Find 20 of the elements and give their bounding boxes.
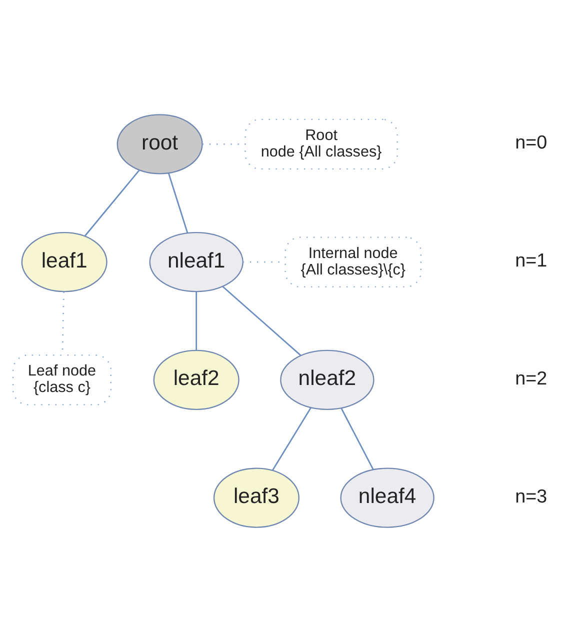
node-ellipse: nleaf2	[280, 349, 374, 410]
connector	[84, 169, 140, 236]
node-ellipse: root	[116, 114, 203, 174]
node-ellipse: leaf3	[213, 467, 300, 528]
connector	[272, 407, 312, 470]
node-ellipse: nleaf1	[149, 232, 244, 292]
label: n=1	[515, 249, 548, 270]
node-box: Internal node {All classes}\{c}	[284, 236, 422, 287]
connector	[168, 172, 188, 232]
label: n=3	[515, 484, 548, 506]
node-ellipse: leaf1	[21, 232, 108, 292]
connector	[222, 286, 302, 356]
connector	[340, 408, 374, 470]
node-box: Leaf node {class c}	[12, 354, 112, 405]
node-box: Root node {All classes}	[244, 118, 398, 170]
connector	[196, 291, 198, 350]
node-ellipse: nleaf4	[340, 467, 434, 528]
node-ellipse: leaf2	[153, 349, 240, 410]
label: n=2	[515, 366, 548, 388]
label: n=0	[515, 131, 548, 152]
